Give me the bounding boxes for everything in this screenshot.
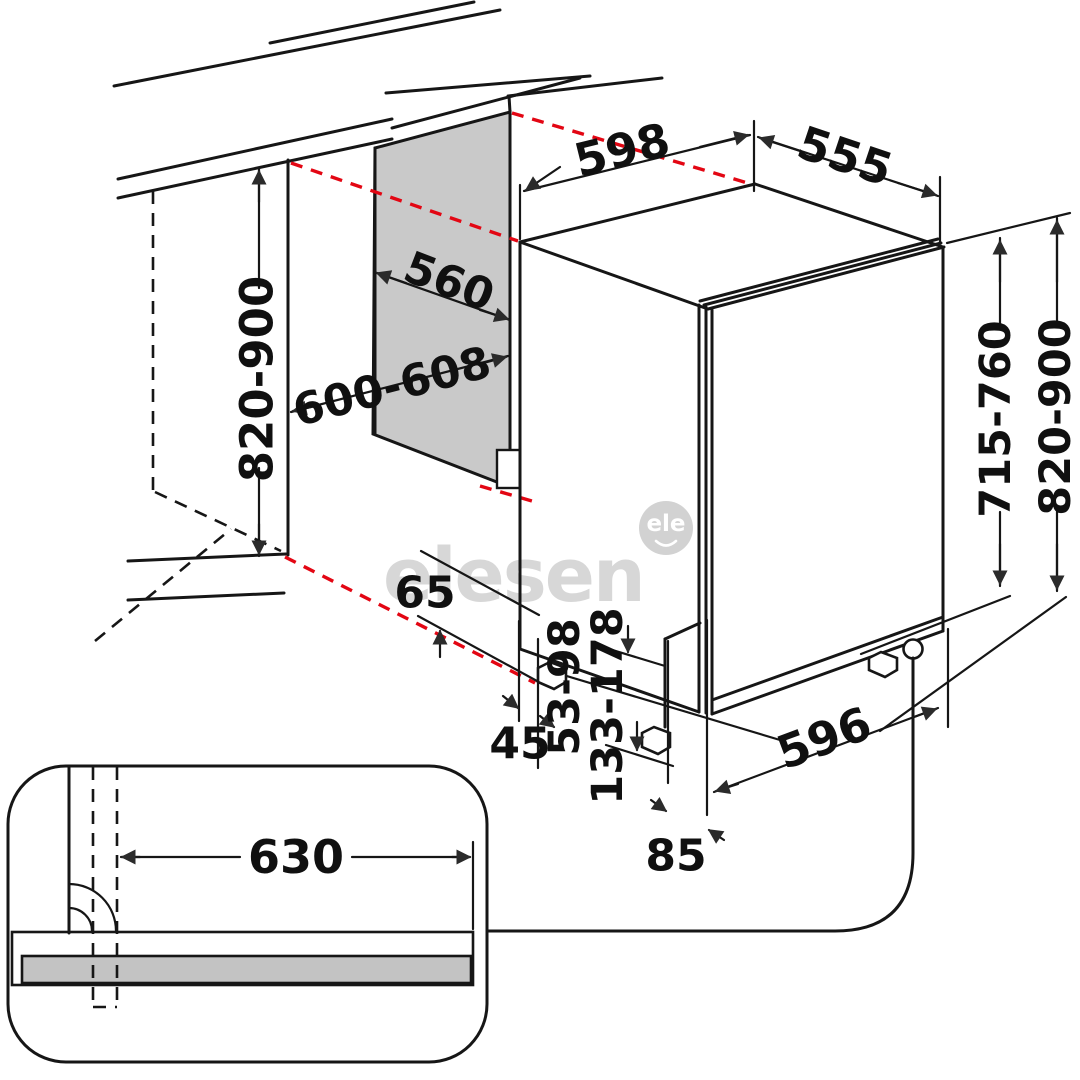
dishwasher-faces — [520, 184, 943, 714]
label-front-protrusion: 65 — [394, 568, 455, 619]
extension-lines — [416, 119, 1072, 817]
arrow-45-left — [501, 693, 520, 710]
wall-top-back-edge — [268, 0, 476, 45]
cabinet-structure — [94, 0, 664, 643]
label-hose-reach: 630 — [248, 830, 344, 884]
label-top-width: 598 — [569, 112, 675, 188]
hidden-corner-edge — [94, 527, 232, 643]
dimline-596 — [712, 706, 940, 794]
ext-appliance-bottom — [859, 594, 1012, 656]
arrow-608-right — [478, 353, 508, 368]
dishwasher-side-face — [520, 242, 712, 714]
guide-top-left — [290, 161, 519, 243]
inset-frame — [6, 764, 489, 1064]
drain-hose-line — [486, 656, 915, 933]
label-base-clearance: 53-98 — [540, 618, 590, 756]
door-top-edge-3 — [706, 245, 946, 311]
door-top-edge-2 — [702, 241, 943, 307]
inset-plinth-bar — [20, 954, 473, 985]
hidden-floor-edge — [154, 490, 282, 553]
inset-hose-bend-inner — [67, 906, 94, 933]
top-back-left-edge — [518, 182, 757, 244]
counter-front-top-edge — [116, 117, 394, 181]
label-niche-height-left: 820-900 — [231, 276, 284, 483]
ext-65-upper — [419, 549, 541, 617]
dishwasher-body — [486, 182, 946, 933]
label-overall-height-right: 820-900 — [1031, 318, 1080, 515]
counter-front-bottom-edge — [116, 137, 394, 200]
label-appliance-height: 715-760 — [971, 320, 1021, 517]
hose-detail-inset: 630 — [6, 764, 489, 1064]
arrow-596-left — [714, 779, 740, 795]
niche-top-front-edge — [390, 76, 582, 130]
dishwasher-top-face — [520, 184, 943, 309]
dishwasher-door-face — [712, 247, 943, 714]
arrow-596-right — [912, 706, 938, 721]
plinth-recess-top — [663, 621, 702, 641]
ext-53-datum — [594, 643, 667, 668]
label-plinth-clearance: 133-178 — [583, 607, 633, 804]
label-foot-offset: 45 — [489, 719, 550, 770]
arrow-560-right — [478, 307, 510, 323]
watermark: elesen ele — [383, 501, 693, 619]
guide-panel-bottom — [479, 484, 533, 503]
ext-right-top — [945, 211, 1072, 245]
counter-back-junction-right — [506, 76, 664, 98]
arrow-598-right — [698, 130, 750, 149]
arrow-85-right — [707, 828, 726, 844]
counter-back-junction-left — [384, 74, 592, 95]
door-top-edge-1 — [698, 237, 940, 303]
wall-top-edge — [112, 8, 502, 88]
watermark-badge-circle — [639, 501, 693, 555]
arrow-555-right — [896, 181, 938, 199]
ext-133-datum — [604, 743, 675, 768]
arrow-608-left — [291, 400, 322, 416]
plinth-kick-line — [538, 666, 782, 742]
guide-bottom — [284, 555, 536, 685]
side-bottom-edge — [518, 647, 701, 714]
floor-front-edge-lower — [126, 591, 286, 602]
alignment-guides — [284, 111, 752, 685]
door-bottom-edge-inner — [710, 615, 945, 702]
arrow-85-left — [649, 796, 668, 813]
niche-top-corner-edge — [507, 94, 512, 114]
arrow-555-left — [758, 135, 802, 153]
arrow-598-left — [524, 165, 562, 192]
ext-65-lower — [416, 614, 539, 683]
label-foot-inset: 85 — [645, 831, 706, 882]
arrow-45-right — [538, 712, 556, 729]
watermark-text: elesen — [383, 533, 644, 619]
label-bottom-width: 596 — [770, 696, 879, 780]
dimline-600-608 — [289, 354, 510, 414]
label-top-depth: 555 — [791, 115, 899, 197]
ext-floor-right — [878, 595, 1068, 733]
watermark-badge-text: ele — [646, 511, 685, 537]
watermark-smile-icon — [654, 539, 678, 547]
dimension-lines — [251, 130, 1065, 844]
drain-hose-outlet — [902, 638, 924, 660]
top-front-left-edge — [518, 240, 710, 311]
arrow-560-left — [375, 270, 408, 285]
inset-hose-bend-outer — [67, 882, 118, 933]
top-back-right-edge — [753, 182, 945, 249]
rear-foot — [867, 650, 899, 679]
front-foot — [640, 725, 672, 756]
floor-front-edge-upper — [126, 552, 288, 563]
